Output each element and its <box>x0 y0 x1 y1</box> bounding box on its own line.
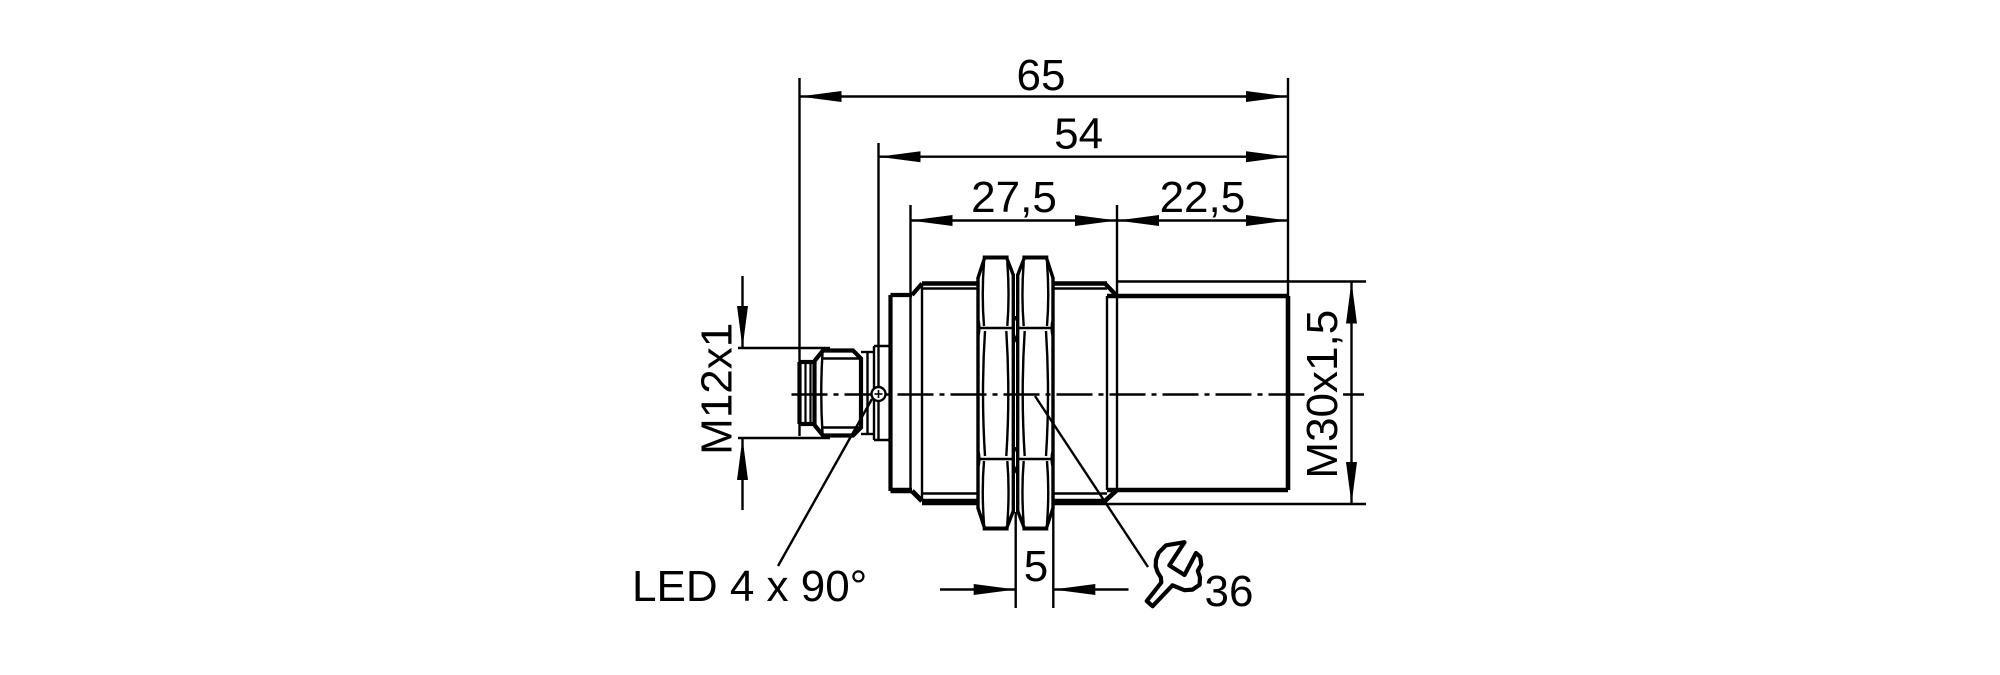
svg-text:36: 36 <box>1205 567 1254 616</box>
svg-text:27,5: 27,5 <box>971 173 1057 222</box>
svg-text:54: 54 <box>1054 110 1103 159</box>
svg-text:M12x1: M12x1 <box>693 323 742 455</box>
svg-text:65: 65 <box>1017 51 1066 100</box>
svg-text:5: 5 <box>1024 542 1048 591</box>
svg-text:LED 4 x 90°: LED 4 x 90° <box>632 562 867 611</box>
svg-text:M30x1,5: M30x1,5 <box>1298 310 1347 479</box>
svg-text:22,5: 22,5 <box>1160 173 1246 222</box>
